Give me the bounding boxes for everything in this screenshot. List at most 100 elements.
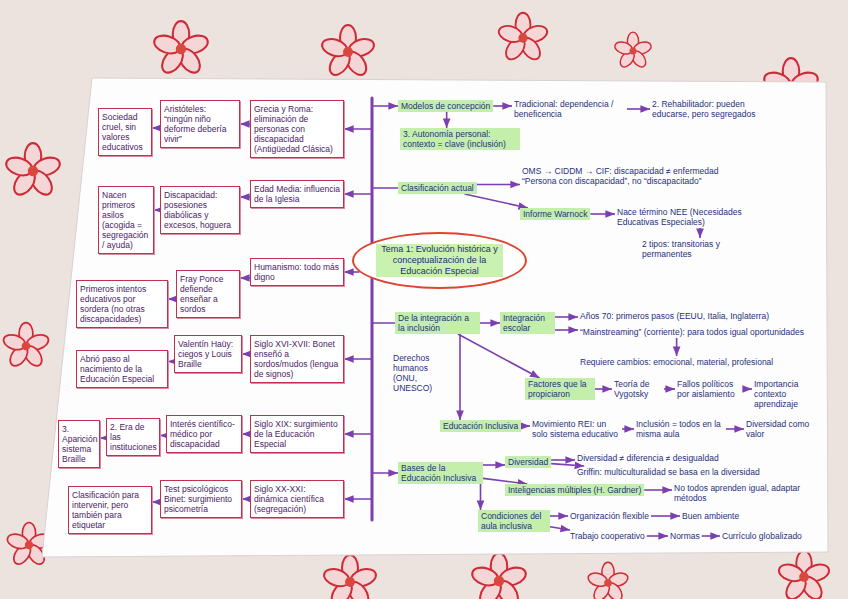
fact-box: Aristóteles: “ningún niño deforme deberí… bbox=[160, 100, 240, 148]
connector-arrow bbox=[622, 428, 634, 430]
branch-heading: De la integración a la inclusión bbox=[395, 312, 480, 334]
node-text: “Mainstreaming” (corriente): para todos … bbox=[580, 327, 811, 337]
flower bbox=[777, 551, 831, 599]
connector-arrow bbox=[480, 322, 500, 324]
connector-arrow bbox=[344, 279, 372, 434]
connector-arrow bbox=[664, 388, 675, 390]
flower bbox=[4, 143, 62, 198]
node-text: Educación Inclusiva bbox=[443, 421, 518, 431]
note-text: Tradicional: dependencia / beneficencia bbox=[512, 98, 627, 120]
connector-arrow bbox=[627, 108, 650, 110]
connector-arrow bbox=[477, 184, 520, 186]
flower bbox=[470, 553, 528, 599]
connector-arrow bbox=[699, 228, 701, 238]
flower bbox=[152, 21, 210, 76]
node-text: Primeros intentos educativos por sordera… bbox=[80, 284, 164, 324]
node-text: Interés científico-médico por discapacid… bbox=[170, 419, 238, 449]
note-text: Organización flexible bbox=[568, 510, 651, 522]
connector-arrow bbox=[344, 279, 372, 359]
node-text: Informe Warnock bbox=[523, 209, 587, 219]
connector-arrow bbox=[344, 194, 372, 242]
era-box: Siglo XVI-XVII: Bonet enseñó a sordos/mu… bbox=[250, 335, 344, 383]
connector-arrow bbox=[344, 129, 372, 242]
connector-arrow bbox=[372, 106, 398, 242]
node-text: No todos aprenden igual, adaptar métodos bbox=[674, 483, 810, 503]
node-text: Bases de la Educación Inclusiva bbox=[401, 463, 480, 483]
node-text: 2. Era de las instituciones bbox=[110, 422, 156, 452]
node-text: Fray Ponce defiende enseñar a sordos bbox=[180, 274, 236, 314]
node-text: Grecia y Roma: eliminación de personas c… bbox=[254, 104, 340, 154]
fact-box: Test psicológicos Binet: surgimiento psi… bbox=[160, 480, 242, 518]
node-text: Años 70: primeros pasos (EEUU, Italia, I… bbox=[580, 311, 769, 321]
node-text: Siglo XX-XXI: dinámica científica (segre… bbox=[254, 484, 340, 514]
node-text: Humanismo: todo más digno bbox=[254, 262, 340, 282]
note-text: No todos aprenden igual, adaptar métodos bbox=[672, 482, 812, 504]
node-text: Siglo XVI-XVII: Bonet enseñó a sordos/mu… bbox=[254, 339, 340, 379]
connector-arrow bbox=[493, 105, 512, 107]
note-text: Importancia contexto aprendizaje bbox=[752, 378, 816, 410]
connector-arrow bbox=[745, 388, 752, 390]
node-text: Siglo XIX: surgimiento de la Educación E… bbox=[254, 419, 340, 449]
consequence-box: Primeros intentos educativos por sordera… bbox=[76, 280, 168, 328]
central-topic: Tema 1: Evolución histórica y conceptual… bbox=[352, 232, 527, 289]
flower bbox=[586, 562, 629, 599]
connector-arrow bbox=[550, 515, 568, 517]
node-text: Diversidad como valor bbox=[746, 419, 812, 439]
note-text: Integración escolar bbox=[500, 312, 555, 334]
connector-arrow bbox=[458, 334, 540, 378]
note-text: Diversidad bbox=[505, 456, 551, 468]
fact-box: Fray Ponce defiende enseñar a sordos bbox=[176, 270, 240, 318]
node-text: 3. Aparición sistema Braille bbox=[62, 424, 96, 464]
era-box: Siglo XIX: surgimiento de la Educación E… bbox=[250, 415, 344, 453]
note-text: OMS → CIDDM → CIF: discapacidad ≠ enferm… bbox=[520, 165, 760, 187]
node-text: Movimiento REI: un solo sistema educativ… bbox=[532, 419, 620, 439]
note-text: Años 70: primeros pasos (EEUU, Italia, I… bbox=[578, 310, 771, 322]
node-text: Clasificación actual bbox=[401, 183, 474, 193]
node-text: Sociedad cruel, sin valores educativos bbox=[102, 112, 148, 152]
node-text: Buen ambiente bbox=[682, 511, 739, 521]
connector-arrow bbox=[676, 338, 678, 356]
node-text: Currículo globalizado bbox=[722, 531, 802, 541]
connector-arrow bbox=[240, 196, 250, 198]
node-text: Diversidad bbox=[508, 457, 548, 467]
node-text: Trabajo cooperativo bbox=[570, 531, 645, 541]
connector-arrow bbox=[240, 277, 250, 279]
node-text: 2 tipos: transitorias y permanentes bbox=[642, 239, 758, 259]
note-text: Movimiento REI: un solo sistema educativ… bbox=[530, 418, 622, 440]
connector-arrow bbox=[344, 271, 359, 273]
note-text: Factores que la propiciaron bbox=[525, 378, 595, 400]
node-text: Factores que la propiciaron bbox=[528, 379, 592, 399]
node-text: Normas bbox=[670, 531, 700, 541]
connector-arrow bbox=[555, 329, 578, 331]
node-text: Teoría de Vygotsky bbox=[614, 379, 662, 399]
note-text: Nace término NEE (Necesidades Educativas… bbox=[615, 206, 775, 228]
note-text: Normas bbox=[668, 530, 702, 542]
node-text: Edad Media: influencia de la Iglesia bbox=[254, 184, 340, 204]
note-text: 2. Rehabilitador: pueden educarse, pero … bbox=[650, 98, 760, 120]
note-text: Teoría de Vygotsky bbox=[612, 378, 664, 400]
node-text: Tema 1: Evolución histórica y conceptual… bbox=[376, 244, 503, 277]
connector-arrow bbox=[480, 484, 482, 510]
note-text: 3. Autonomía personal: contexto = clave … bbox=[400, 128, 520, 150]
branch-heading: Clasificación actual bbox=[398, 182, 477, 194]
note-text: Diversidad ≠ diferencia ≠ desigualdad bbox=[575, 452, 721, 464]
note-text: Fallos políticos por aislamiento bbox=[675, 378, 745, 400]
connector-arrow bbox=[651, 515, 680, 517]
node-text: 3. Autonomía personal: contexto = clave … bbox=[403, 129, 517, 149]
era-box: Siglo XX-XXI: dinámica científica (segre… bbox=[250, 480, 344, 518]
note-text: Griffin: multiculturalidad se basa en la… bbox=[575, 466, 762, 478]
note-text: “Mainstreaming” (corriente): para todos … bbox=[578, 326, 813, 338]
node-text: Organización flexible bbox=[570, 511, 649, 521]
connector-arrow bbox=[644, 489, 672, 491]
connector-arrow bbox=[550, 527, 570, 530]
note-text: Requiere cambios: emocional, material, p… bbox=[578, 356, 775, 368]
paper-sheet bbox=[42, 78, 828, 557]
connector-arrow bbox=[702, 535, 720, 537]
note-text: Inteligencias múltiples (H. Gardner) bbox=[505, 484, 644, 496]
node-text: Inteligencias múltiples (H. Gardner) bbox=[508, 485, 641, 495]
connector-arrow bbox=[551, 464, 584, 466]
node-text: Abrió paso al nacimiento de la Educación… bbox=[80, 354, 164, 384]
note-text: 2 tipos: transitorias y permanentes bbox=[640, 238, 760, 260]
consequence-box: 2. Era de las instituciones bbox=[106, 418, 160, 456]
